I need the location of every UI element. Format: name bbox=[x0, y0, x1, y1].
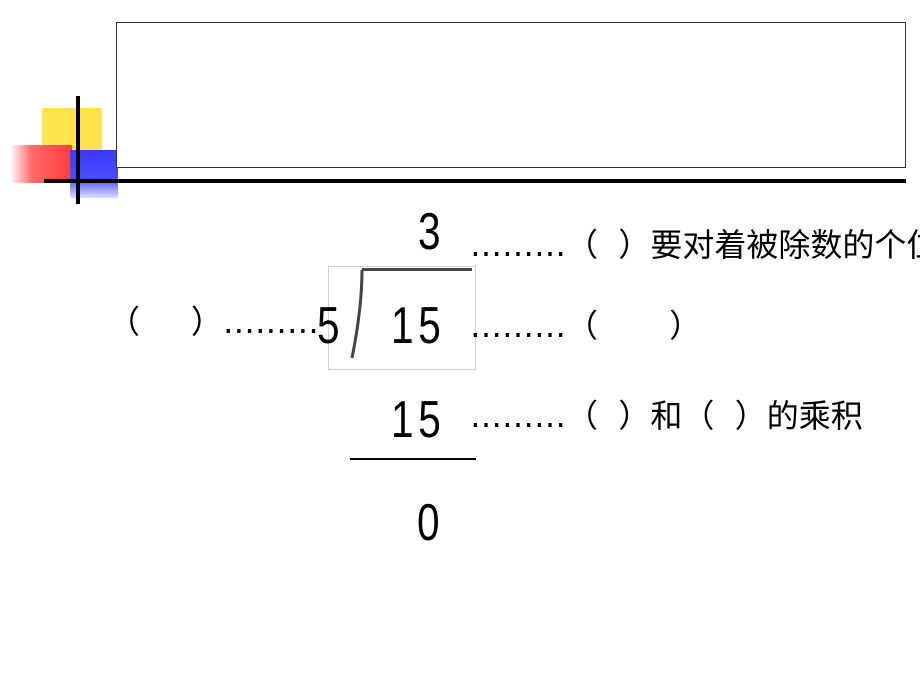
divisor-annotation: （ ）……… bbox=[108, 303, 319, 341]
divisor-digit: 5 bbox=[317, 297, 340, 355]
decor-vertical-line bbox=[76, 96, 80, 204]
title-underline bbox=[44, 179, 906, 183]
remainder-digit: 0 bbox=[417, 494, 440, 552]
quotient-annotation: ………（ ）要对着被除数的个位 bbox=[470, 226, 920, 264]
division-bracket-frame bbox=[328, 266, 476, 370]
title-frame bbox=[116, 22, 906, 168]
dividend-digits: 15 bbox=[391, 297, 446, 355]
quotient-digit: 3 bbox=[418, 203, 441, 261]
subtraction-line bbox=[350, 458, 476, 460]
dividend-annotation: ………（ ） bbox=[470, 307, 702, 345]
division-bracket-curve bbox=[350, 269, 364, 359]
product-annotation: ………（ ）和（ ）的乘积 bbox=[470, 397, 863, 435]
product-digits: 15 bbox=[391, 391, 446, 449]
division-bracket-top bbox=[362, 268, 472, 271]
decor-red-square bbox=[10, 145, 72, 183]
decor-yellow-square bbox=[42, 108, 102, 150]
